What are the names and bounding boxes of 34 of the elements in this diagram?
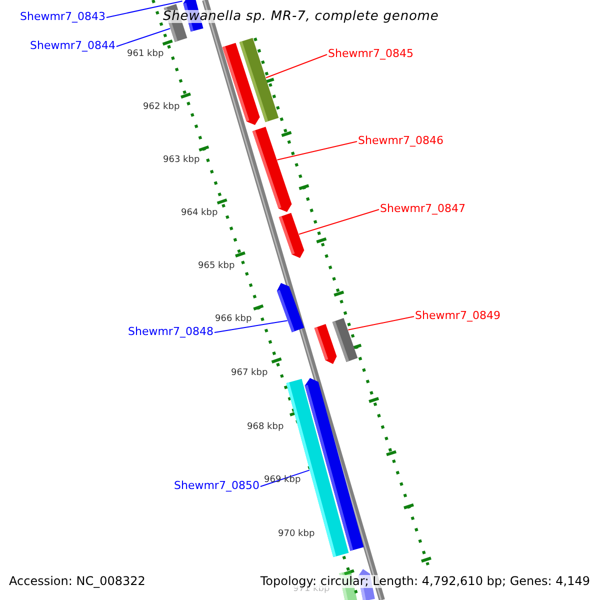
scale-label: 963 kbp (163, 154, 200, 167)
gene-bar (252, 126, 292, 212)
gene-bar (314, 324, 337, 364)
gene-bar (278, 212, 304, 258)
scale-label: 964 kbp (181, 207, 218, 220)
scale-label: 966 kbp (215, 313, 252, 326)
leader-line (106, 0, 183, 18)
gene-bar (239, 38, 279, 122)
title: Shewanella sp. MR-7, complete genome (163, 10, 439, 23)
leader-line (266, 54, 328, 78)
leader-line (298, 209, 380, 235)
gene-label: Shewmr7_0849 (415, 309, 500, 322)
scale-label: 961 kbp (127, 48, 164, 61)
leader-line (260, 470, 310, 487)
gene-label: Shewmr7_0847 (380, 202, 466, 215)
gene-label: Shewmr7_0850 (174, 479, 260, 492)
gene-label: Shewmr7_0846 (358, 134, 444, 147)
leader-line (348, 316, 414, 330)
footer-text: Accession: NC_008322 (9, 575, 146, 588)
leader-line (116, 28, 171, 47)
scale-label: 962 kbp (143, 101, 180, 114)
gene-label: Shewmr7_0843 (20, 10, 106, 23)
gene-label: Shewmr7_0845 (328, 47, 414, 60)
leader-line (214, 320, 288, 333)
scale-label: 968 kbp (247, 421, 284, 434)
gene-label: Shewmr7_0844 (30, 39, 116, 52)
gene-label: Shewmr7_0848 (128, 325, 214, 338)
leader-line (276, 141, 358, 160)
scale-label: 970 kbp (278, 528, 315, 541)
scale-label: 969 kbp (264, 474, 301, 487)
scale-label: 965 kbp (198, 260, 235, 273)
scale-label: 967 kbp (231, 367, 268, 380)
gene-bar (332, 318, 358, 362)
gene-bar (276, 283, 304, 332)
